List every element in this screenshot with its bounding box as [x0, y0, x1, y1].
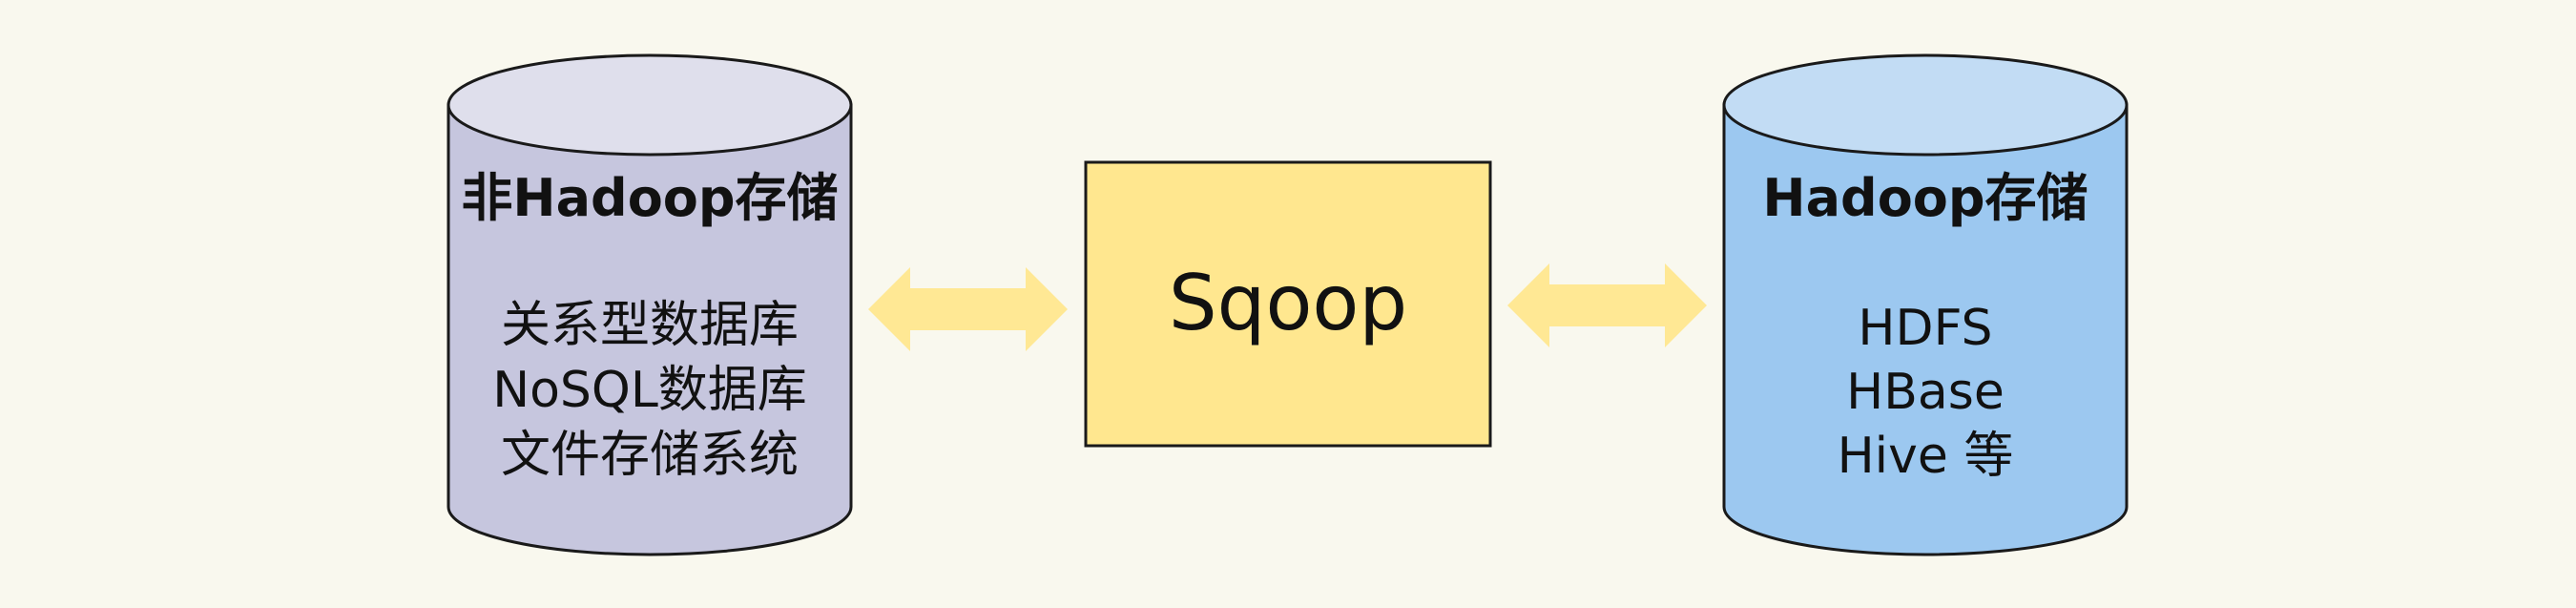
- right-cylinder-body: [1722, 103, 2129, 556]
- hadoop-storage-title: Hadoop存储: [1762, 168, 2088, 228]
- relational-db-label: 关系型数据库: [501, 297, 799, 354]
- hbase-label: HBase: [1846, 364, 2005, 421]
- file-storage-label: 文件存储系统: [501, 427, 799, 484]
- hadoop-storage-cylinder: Hadoop存储 HDFS HBase Hive 等: [1722, 53, 2129, 556]
- non-hadoop-storage-cylinder: 非Hadoop存储 关系型数据库 NoSQL数据库 文件存储系统: [447, 53, 853, 556]
- left-bidirectional-arrow: [868, 267, 1068, 351]
- sqoop-label: Sqoop: [1169, 259, 1407, 347]
- right-bidirectional-arrow: [1507, 263, 1707, 347]
- hive-label: Hive 等: [1838, 428, 2014, 485]
- sqoop-box: Sqoop: [1084, 160, 1492, 448]
- hdfs-label: HDFS: [1858, 300, 1992, 357]
- nosql-db-label: NoSQL数据库: [492, 362, 807, 419]
- sqoop-box-rect: [1084, 160, 1492, 448]
- left-cylinder-top: [447, 53, 853, 157]
- non-hadoop-storage-title: 非Hadoop存储: [461, 168, 838, 228]
- right-cylinder-top: [1722, 53, 2129, 157]
- left-cylinder-body: [447, 103, 853, 556]
